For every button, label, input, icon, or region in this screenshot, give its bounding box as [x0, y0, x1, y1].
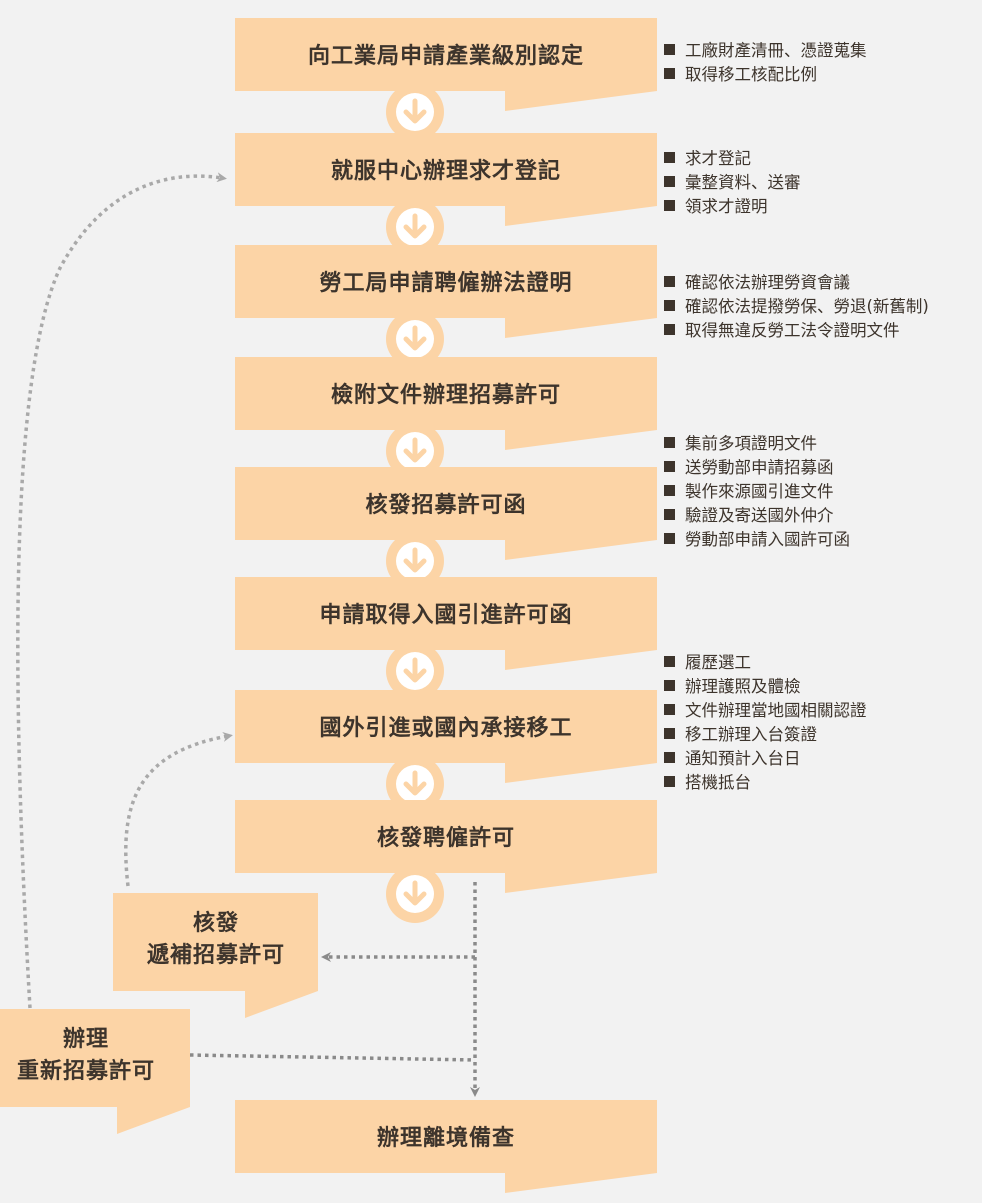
- bullet-icon: [664, 776, 675, 787]
- bullet-icon: [664, 533, 675, 544]
- step-label: 勞工局申請聘僱辦法證明: [319, 270, 572, 296]
- replacement-line2: 遞補招募許可: [147, 942, 285, 968]
- loop-arrow-to-recruitment-registration: [16, 172, 227, 1009]
- note-item: 搭機抵台: [685, 773, 751, 792]
- step-label: 就服中心辦理求才登記: [331, 158, 561, 184]
- step-label: 辦理離境備查: [377, 1125, 515, 1151]
- down-arrow-icon: [386, 532, 444, 590]
- step-label: 向工業局申請產業級別認定: [308, 43, 584, 69]
- note-item: 取得移工核配比例: [685, 65, 817, 84]
- bullet-icon: [664, 752, 675, 763]
- bullet-icon: [664, 437, 675, 448]
- note-item: 領求才證明: [685, 197, 768, 216]
- rerecruit-line1: 辦理: [63, 1027, 109, 1052]
- replacement-permit-box: 核發 遞補招募許可: [113, 893, 318, 1018]
- note-item: 勞動部申請入國許可函: [685, 530, 850, 549]
- note-item: 確認依法辦理勞資會議: [685, 273, 850, 292]
- step-box: 國外引進或國內承接移工: [235, 690, 657, 783]
- note-item: 文件辦理當地國相關認證: [685, 701, 867, 720]
- note-item: 彙整資料、送審: [685, 173, 801, 192]
- note-item: 取得無違反勞工法令證明文件: [685, 321, 900, 340]
- bullet-icon: [664, 176, 675, 187]
- step-box: 辦理離境備查: [235, 1100, 657, 1193]
- branch-line-from-rerecruit: [189, 1053, 476, 1062]
- note-item: 製作來源國引進文件: [685, 482, 834, 501]
- step-box: 核發招募許可函: [235, 467, 657, 560]
- step-label: 國外引進或國內承接移工: [319, 715, 572, 741]
- step-box: 檢附文件辦理招募許可: [235, 357, 657, 450]
- note-item: 移工辦理入台簽證: [685, 725, 818, 744]
- bullet-icon: [664, 276, 675, 287]
- bullet-icon: [664, 300, 675, 311]
- down-arrow-icon: [386, 755, 444, 813]
- down-arrow-icon: [386, 422, 444, 480]
- bullet-icon: [664, 656, 675, 667]
- step-box: 勞工局申請聘僱辦法證明: [235, 245, 657, 338]
- loop-arrow-to-worker-intake: [124, 731, 233, 887]
- step-label: 核發聘僱許可: [377, 825, 515, 851]
- bullet-icon: [664, 680, 675, 691]
- down-arrow-icon: [386, 865, 444, 923]
- step-label: 申請取得入國引進許可函: [319, 602, 572, 628]
- note-item: 送勞動部申請招募函: [685, 458, 834, 477]
- note-item: 驗證及寄送國外仲介: [685, 506, 834, 525]
- note-item: 工廠財產清冊、憑證蒐集: [685, 40, 867, 60]
- bullet-icon: [664, 461, 675, 472]
- step-box: 核發聘僱許可: [235, 800, 657, 893]
- bullet-icon: [664, 68, 675, 79]
- note-item: 集前多項證明文件: [685, 434, 817, 453]
- step-box: 向工業局申請產業級別認定: [235, 18, 657, 111]
- bullet-icon: [664, 44, 675, 55]
- bullet-icon: [664, 509, 675, 520]
- note-item: 辦理護照及體檢: [685, 677, 801, 696]
- step-label: 檢附文件辦理招募許可: [331, 382, 561, 408]
- note-item: 履歷選工: [685, 653, 751, 672]
- bullet-icon: [664, 324, 675, 335]
- bullet-icon: [664, 200, 675, 211]
- note-item: 確認依法提撥勞保、勞退(新舊制): [685, 297, 929, 316]
- note-item: 通知預計入台日: [685, 749, 801, 768]
- rerecruit-line2: 重新招募許可: [17, 1058, 155, 1084]
- bullet-icon: [664, 152, 675, 163]
- bullet-icon: [664, 704, 675, 715]
- down-arrow-icon: [386, 83, 444, 141]
- bullet-icon: [664, 485, 675, 496]
- step-box: 申請取得入國引進許可函: [235, 577, 657, 670]
- note-item: 求才登記: [685, 149, 751, 168]
- rerecruit-permit-box: 辦理 重新招募許可: [0, 1009, 190, 1134]
- step-label: 核發招募許可函: [365, 492, 526, 518]
- replacement-line1: 核發: [193, 910, 239, 936]
- down-arrow-icon: [386, 310, 444, 368]
- step-box: 就服中心辦理求才登記: [235, 133, 657, 226]
- bullet-icon: [664, 728, 675, 739]
- down-arrow-icon: [386, 198, 444, 256]
- down-arrow-icon: [386, 642, 444, 700]
